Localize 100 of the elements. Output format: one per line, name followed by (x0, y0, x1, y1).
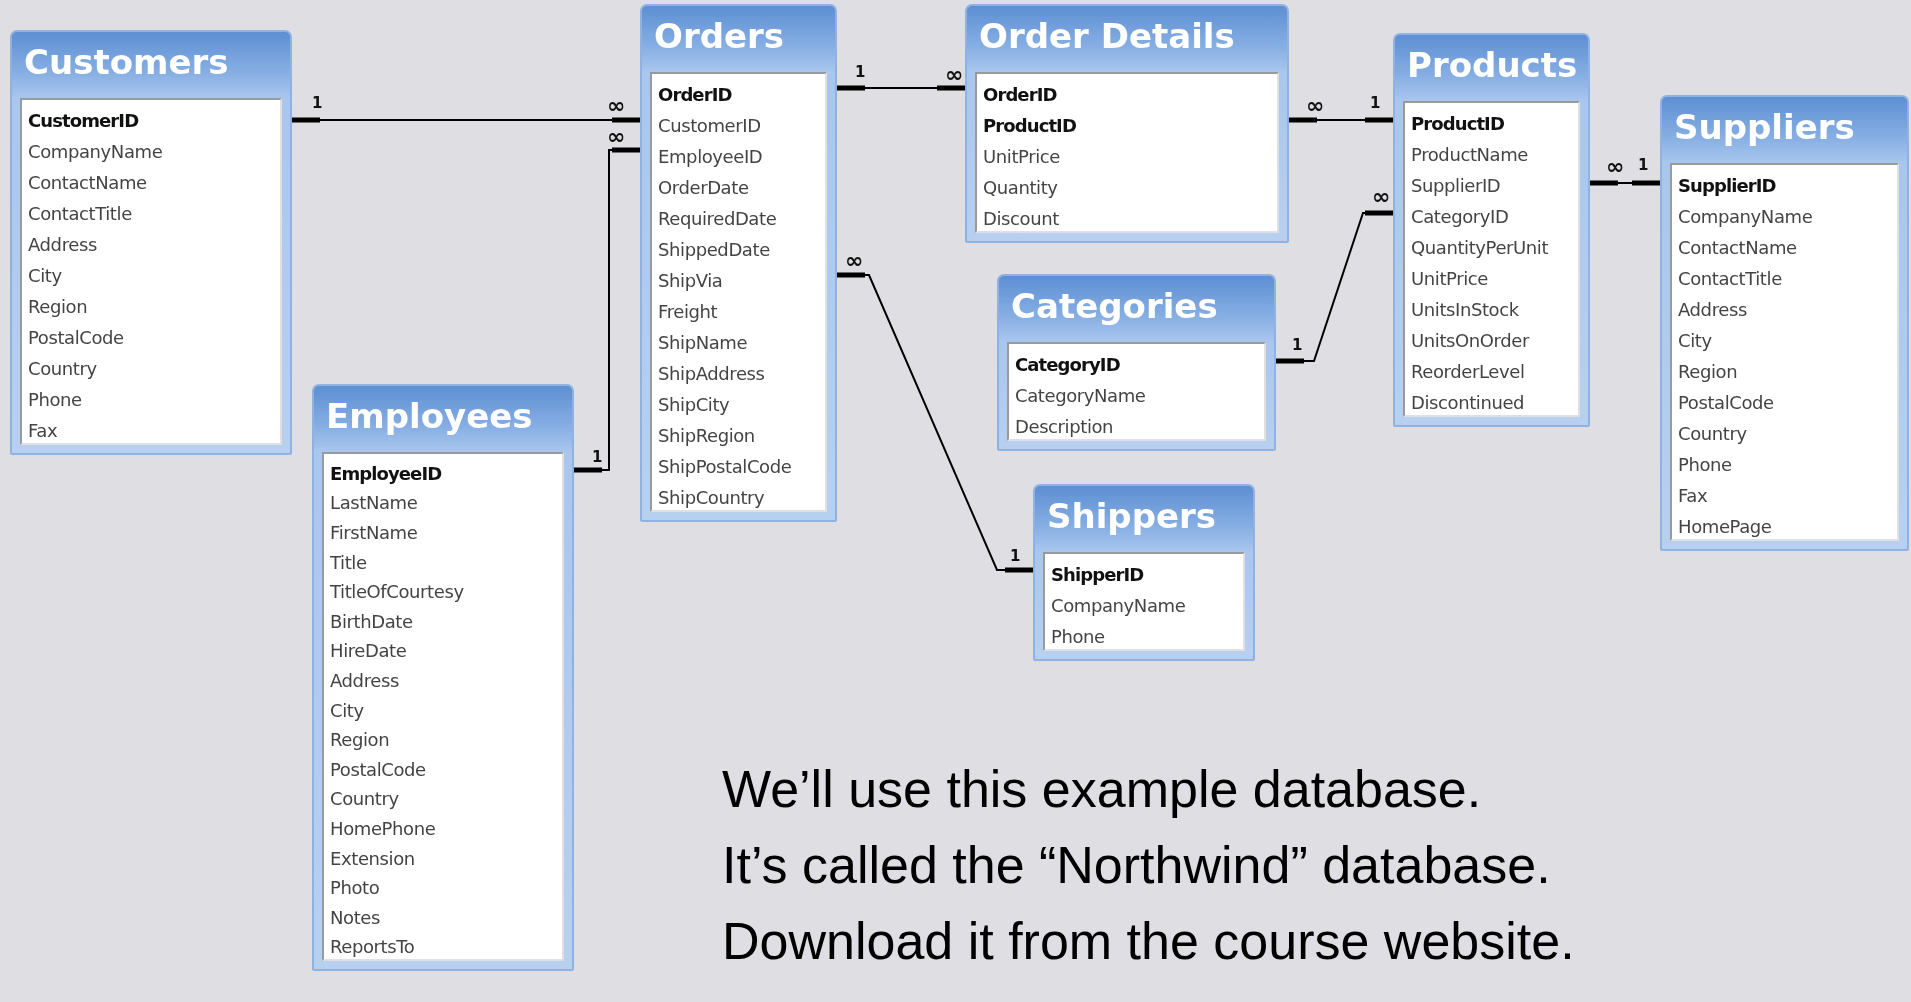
field-name: ShipVia (658, 271, 723, 290)
field-name: ShipRegion (658, 426, 755, 445)
field-name: OrderDate (658, 178, 749, 197)
table-box (997, 274, 1276, 451)
table-title: Customers (24, 42, 229, 82)
field-name: PostalCode (330, 760, 426, 779)
field-name: HireDate (330, 642, 407, 661)
field-name: Discontinued (1411, 393, 1525, 412)
field-name: Discount (983, 209, 1059, 228)
field-name: ProductName (1411, 145, 1529, 164)
field-name: SupplierID (1411, 176, 1501, 195)
field-name: City (330, 701, 364, 720)
field-name: UnitPrice (1411, 269, 1488, 288)
field-name: LastName (330, 494, 418, 513)
field-name: PostalCode (1678, 393, 1774, 412)
field-name: Photo (330, 879, 380, 898)
field-name: Title (330, 553, 367, 572)
field-name: ContactTitle (28, 204, 132, 223)
primary-key-field: SupplierID (1678, 176, 1776, 195)
field-name: UnitsOnOrder (1411, 331, 1529, 350)
field-name: Region (330, 731, 390, 750)
primary-key-field: OrderID (658, 85, 732, 104)
field-name: EmployeeID (658, 147, 763, 166)
table-title: Employees (326, 396, 533, 436)
caption-line: Download it from the course website. (722, 915, 1575, 967)
field-name: UnitsInStock (1411, 300, 1519, 319)
field-name: Notes (330, 908, 380, 927)
table-box (640, 4, 837, 522)
field-name: CustomerID (658, 116, 761, 135)
field-name: Region (28, 297, 88, 316)
cardinality-label: 1 (1370, 96, 1381, 111)
field-name: FirstName (330, 524, 418, 542)
cardinality-label: ∞ (845, 250, 864, 272)
field-name: Country (28, 359, 97, 378)
cardinality-label: 1 (855, 65, 866, 80)
field-name: ShipPostalCode (658, 457, 792, 476)
field-name: TitleOfCourtesy (330, 583, 464, 602)
table-title: Orders (654, 16, 785, 56)
primary-key-field: ProductID (983, 116, 1076, 135)
field-name: ReorderLevel (1411, 362, 1525, 381)
field-name: Region (1678, 362, 1738, 381)
field-name: Freight (658, 302, 718, 321)
field-name: Address (330, 672, 399, 690)
field-name: Country (1678, 424, 1747, 443)
primary-key-field: ProductID (1411, 114, 1504, 133)
field-name: Fax (1678, 486, 1708, 505)
cardinality-label: ∞ (607, 95, 626, 117)
table-box (312, 384, 574, 972)
field-name: ContactTitle (1678, 269, 1782, 288)
field-name: BirthDate (330, 612, 413, 631)
cardinality-label: 1 (1638, 158, 1649, 173)
field-name: ReportsTo (330, 938, 415, 957)
table-title: Products (1407, 45, 1578, 85)
cardinality-label: ∞ (1306, 95, 1325, 117)
table-title: Categories (1011, 286, 1218, 326)
field-name: CompanyName (28, 142, 163, 161)
field-name: HomePage (1678, 517, 1772, 536)
field-name: PostalCode (28, 328, 124, 347)
field-name: City (28, 266, 62, 285)
field-name: CategoryName (1015, 386, 1146, 405)
field-name: Country (330, 790, 399, 809)
field-name: ShippedDate (658, 240, 770, 259)
field-name: Description (1015, 417, 1114, 436)
table-box (1033, 484, 1255, 661)
caption-line: It’s called the “Northwind” database. (722, 839, 1551, 891)
cardinality-label: 1 (1010, 549, 1021, 564)
cardinality-label: ∞ (607, 126, 626, 148)
field-name: Phone (1051, 627, 1105, 646)
field-name: ContactName (28, 173, 147, 192)
field-name: Phone (28, 390, 82, 409)
field-name: CategoryID (1411, 207, 1509, 226)
primary-key-field: EmployeeID (330, 464, 442, 483)
field-name: Fax (28, 421, 58, 440)
field-name: City (1678, 331, 1712, 350)
primary-key-field: ShipperID (1051, 565, 1144, 584)
cardinality-label: 1 (312, 96, 323, 111)
field-name: CompanyName (1678, 207, 1813, 226)
field-name: Address (1678, 300, 1747, 319)
field-name: Phone (1678, 455, 1732, 474)
field-name: ContactName (1678, 238, 1797, 257)
field-name: ShipCity (658, 395, 730, 414)
table-box (1393, 33, 1590, 427)
cardinality-label: 1 (1292, 338, 1303, 353)
cardinality-label: ∞ (1372, 186, 1391, 208)
field-name: ShipName (658, 333, 748, 352)
field-name: ShipAddress (658, 364, 765, 383)
field-name: CompanyName (1051, 596, 1186, 615)
field-name: Extension (330, 849, 415, 868)
field-name: UnitPrice (983, 147, 1060, 166)
table-box (1660, 95, 1909, 551)
cardinality-label: 1 (592, 450, 603, 465)
table-title: Shippers (1047, 496, 1217, 536)
cardinality-label: ∞ (1606, 156, 1625, 178)
table-title: Order Details (979, 16, 1235, 56)
primary-key-field: OrderID (983, 85, 1057, 104)
field-name: ShipCountry (658, 488, 765, 507)
field-name: RequiredDate (658, 209, 777, 228)
table-box (10, 30, 292, 455)
cardinality-label: ∞ (945, 64, 964, 86)
table-title: Suppliers (1674, 107, 1855, 147)
